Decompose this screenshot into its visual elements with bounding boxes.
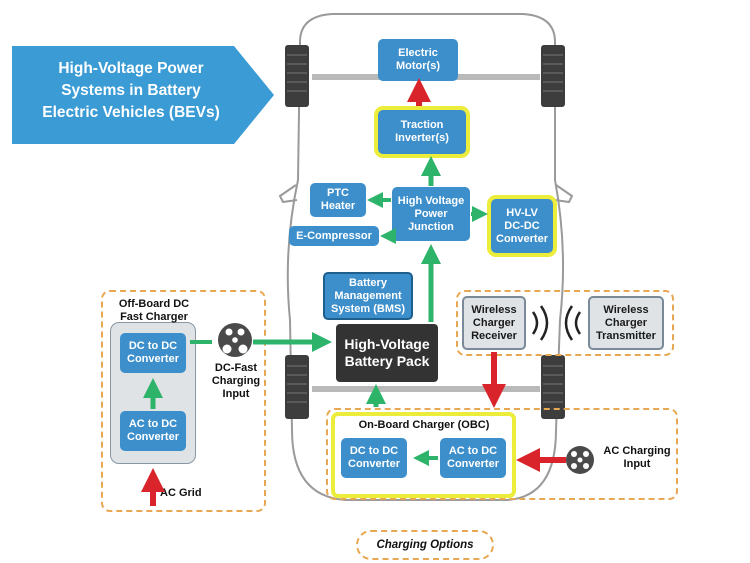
right-mirror bbox=[554, 184, 574, 204]
wheel-rear-right bbox=[541, 355, 565, 419]
title-banner bbox=[12, 46, 274, 144]
dc-fast-connector-icon bbox=[218, 323, 252, 357]
left-mirror bbox=[278, 184, 298, 204]
ac-charging-connector-icon bbox=[566, 446, 594, 474]
e-compressor-box: E-Compressor bbox=[289, 226, 379, 246]
wheel-rear-left bbox=[285, 355, 309, 419]
wireless-charging-panel bbox=[456, 290, 674, 356]
car-body-outline bbox=[286, 13, 565, 501]
obc-title: On-Board Charger (OBC) bbox=[358, 419, 490, 431]
e-compressor-label: E-Compressor bbox=[296, 229, 372, 242]
wheel-front-left bbox=[285, 45, 309, 107]
off-board-charger-panel bbox=[101, 290, 266, 512]
charging-options-label: Charging Options bbox=[356, 530, 494, 560]
wireless-waves-icon bbox=[531, 305, 582, 341]
rear-axle bbox=[312, 386, 540, 392]
wheel-front-right bbox=[541, 45, 565, 107]
ac-grid-label: AC Grid bbox=[160, 487, 202, 499]
obc-charging-panel bbox=[326, 408, 678, 500]
